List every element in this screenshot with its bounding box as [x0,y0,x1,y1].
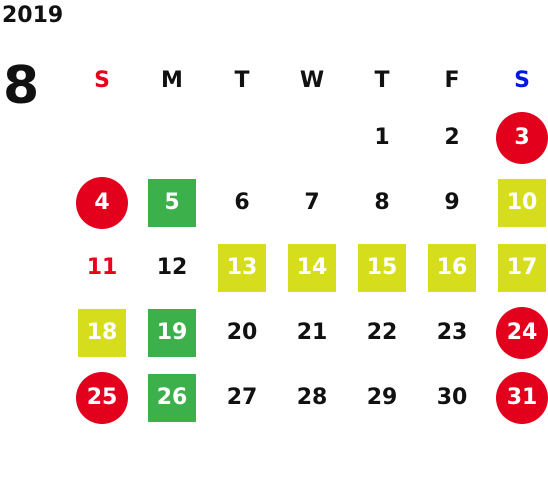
weekday-header-saturday: S [514,67,530,93]
day-cell: 13 [207,235,277,300]
day-number: 28 [296,385,328,410]
day-cell: 5 [137,170,207,235]
day-number-yellow: 13 [218,243,266,292]
day-number-holiday: 4 [76,176,128,229]
day-number-green: 5 [148,178,196,227]
day-cell: 16 [417,235,487,300]
day-cell: 25 [67,365,137,430]
day-number-green: 26 [148,373,196,422]
day-cell: 17 [487,235,548,300]
day-cell: 26 [137,365,207,430]
day-number: 20 [226,320,258,345]
day-number-yellow: 17 [498,243,546,292]
day-number: 7 [304,190,320,215]
day-number-holiday: 25 [76,371,128,424]
calendar-grid: S M T W T F S 1 2 3 4 5 6 7 8 9 10 11 12… [67,55,548,430]
day-number-yellow: 14 [288,243,336,292]
day-cell: 30 [417,365,487,430]
day-number-holiday: 3 [496,111,548,164]
day-cell: 24 [487,300,548,365]
day-cell: 19 [137,300,207,365]
day-number: 11 [86,255,118,280]
day-number-yellow: 15 [358,243,406,292]
day-cell: 3 [487,105,548,170]
day-cell: 27 [207,365,277,430]
day-number: 27 [226,385,258,410]
day-cell: 22 [347,300,417,365]
day-cell: 11 [67,235,137,300]
day-cell: 1 [347,105,417,170]
calendar-month: 8 [3,56,40,116]
day-cell: 14 [277,235,347,300]
day-number-holiday: 31 [496,371,548,424]
day-number: 22 [366,320,398,345]
day-number: 8 [374,190,390,215]
day-number-yellow: 16 [428,243,476,292]
day-number: 9 [444,190,460,215]
day-number: 30 [436,385,468,410]
weekday-header-sunday: S [94,67,110,93]
weekday-header-thursday: T [374,67,390,93]
weekday-header-tuesday: T [234,67,250,93]
day-cell: 9 [417,170,487,235]
day-cell: 7 [277,170,347,235]
day-number: 6 [234,190,250,215]
weekday-header-wednesday: W [299,67,325,93]
day-cell: 8 [347,170,417,235]
day-cell: 28 [277,365,347,430]
day-cell: 2 [417,105,487,170]
day-cell [277,105,347,170]
day-cell [207,105,277,170]
day-number: 1 [374,125,390,150]
day-number-green: 19 [148,308,196,357]
day-cell: 10 [487,170,548,235]
weekday-header-friday: F [444,67,460,93]
day-number: 2 [444,125,460,150]
day-number: 12 [156,255,188,280]
day-number-yellow: 18 [78,308,126,357]
day-cell [67,105,137,170]
day-cell: 20 [207,300,277,365]
day-cell [137,105,207,170]
calendar-year: 2019 [2,3,64,28]
day-number-yellow: 10 [498,178,546,227]
weekday-header-monday: M [161,67,183,93]
day-cell: 18 [67,300,137,365]
day-number-holiday: 24 [496,306,548,359]
day-cell: 29 [347,365,417,430]
day-cell: 15 [347,235,417,300]
day-number: 21 [296,320,328,345]
day-cell: 12 [137,235,207,300]
day-cell: 23 [417,300,487,365]
day-cell: 4 [67,170,137,235]
day-number: 29 [366,385,398,410]
day-cell: 31 [487,365,548,430]
day-number: 23 [436,320,468,345]
day-cell: 21 [277,300,347,365]
day-cell: 6 [207,170,277,235]
